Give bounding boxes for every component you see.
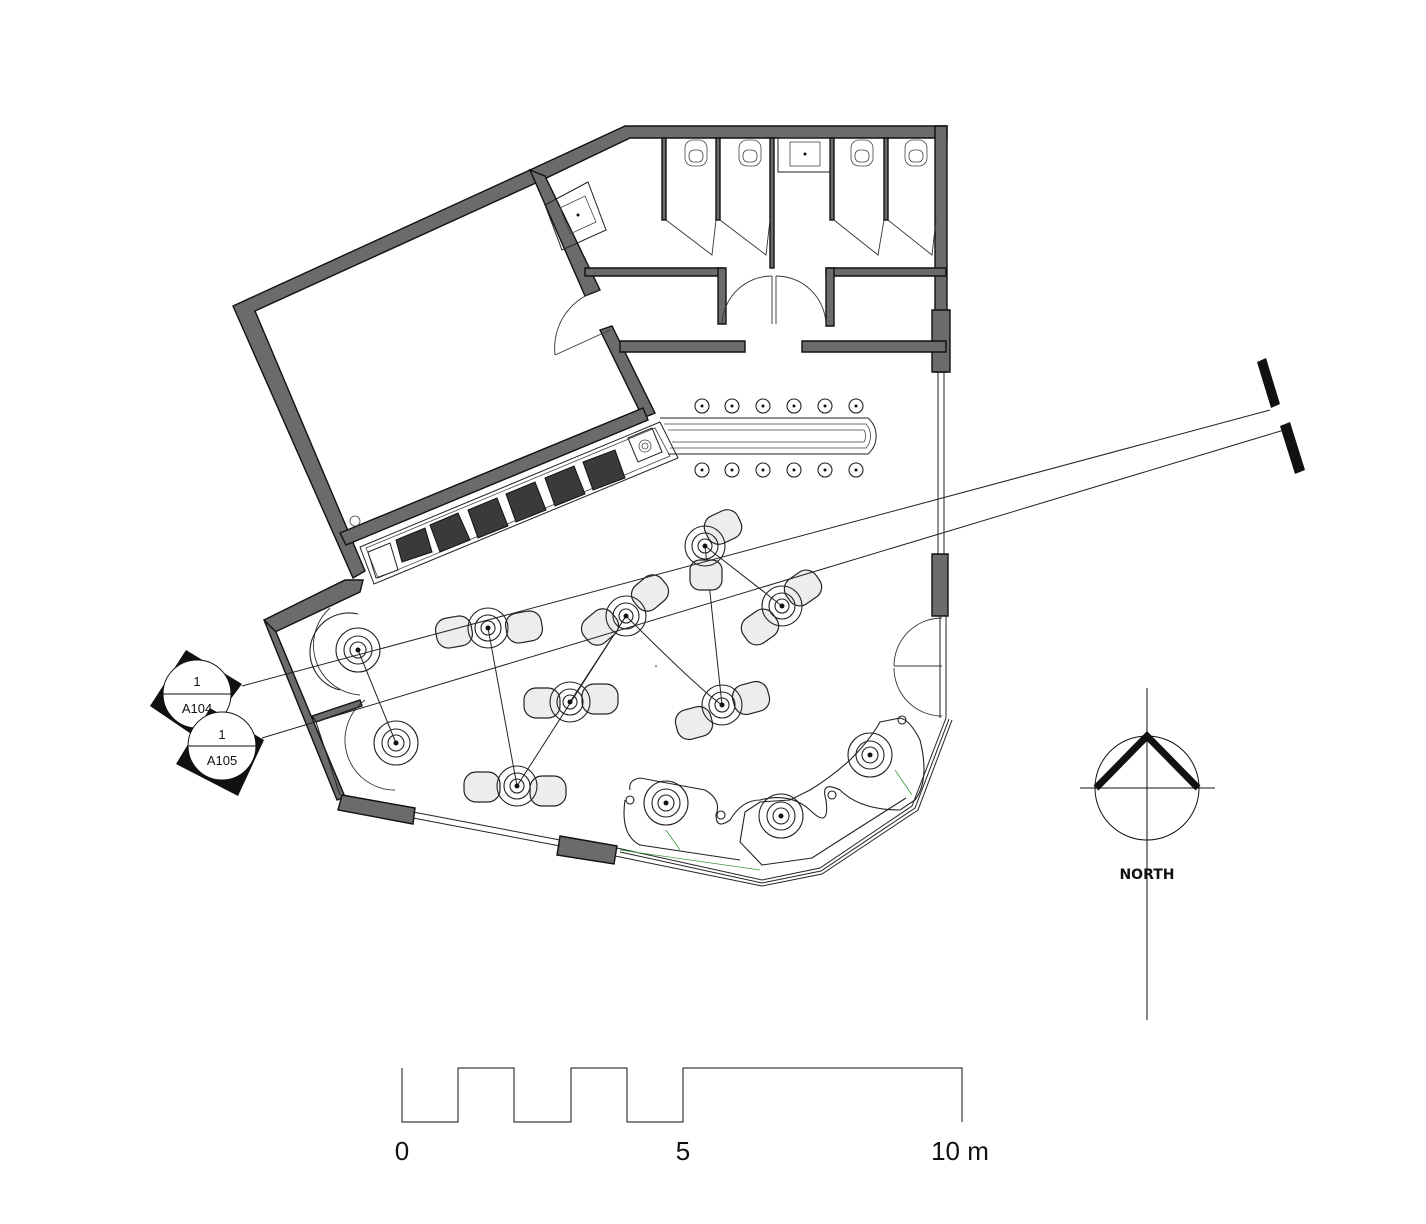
booth-table-1 <box>643 780 689 826</box>
booth-table-2 <box>758 793 804 839</box>
section-cut-end-1 <box>1257 358 1280 408</box>
toilet-3 <box>850 139 874 167</box>
scale-label-0: 0 <box>395 1136 409 1166</box>
grill-units <box>395 449 626 563</box>
section-number: 1 <box>193 674 200 689</box>
scale-label-5: 5 <box>676 1136 690 1166</box>
exterior-walls <box>232 125 951 865</box>
scale-bar-steps <box>401 1067 963 1123</box>
stool-row-top <box>694 398 864 414</box>
toilet-1 <box>684 139 708 167</box>
section-marker-a105[interactable]: 1 A105 <box>176 708 264 796</box>
dining-tables <box>309 509 823 807</box>
bar-counter <box>660 417 877 455</box>
interior-walls <box>310 137 947 796</box>
toilet-fixtures <box>349 137 928 527</box>
washbasin <box>777 137 831 173</box>
scale-label-10: 10 m <box>931 1136 989 1166</box>
section-number: 1 <box>218 727 225 742</box>
table-7 <box>674 680 771 741</box>
north-arrow: NORTH <box>1080 688 1215 1020</box>
storage-sink <box>544 181 607 251</box>
table-entry-1 <box>309 612 381 691</box>
booth-table-3 <box>847 732 893 778</box>
table-entry-2 <box>373 720 419 766</box>
table-6 <box>523 681 619 723</box>
section-sheet: A104 <box>182 701 212 716</box>
scale-bar: 0 5 10 m <box>395 1067 989 1166</box>
doors <box>313 219 943 791</box>
table-2 <box>434 607 544 649</box>
toilet-2 <box>738 139 762 167</box>
toilet-4 <box>904 139 928 167</box>
table-3 <box>580 574 670 646</box>
section-cut-end-2 <box>1280 422 1305 474</box>
north-label: NORTH <box>1119 867 1174 883</box>
stove <box>627 427 663 463</box>
table-4 <box>684 509 743 591</box>
section-sheet: A105 <box>207 753 237 768</box>
section-cut-lines <box>241 358 1305 739</box>
glazing <box>412 372 953 887</box>
table-5 <box>740 569 823 646</box>
stool-row-bottom <box>694 462 864 478</box>
bar-stools <box>694 398 864 478</box>
table-8 <box>463 765 567 807</box>
booth-seating <box>619 715 925 871</box>
kitchen-counter <box>359 421 679 585</box>
north-arrow-icon <box>1093 731 1201 791</box>
